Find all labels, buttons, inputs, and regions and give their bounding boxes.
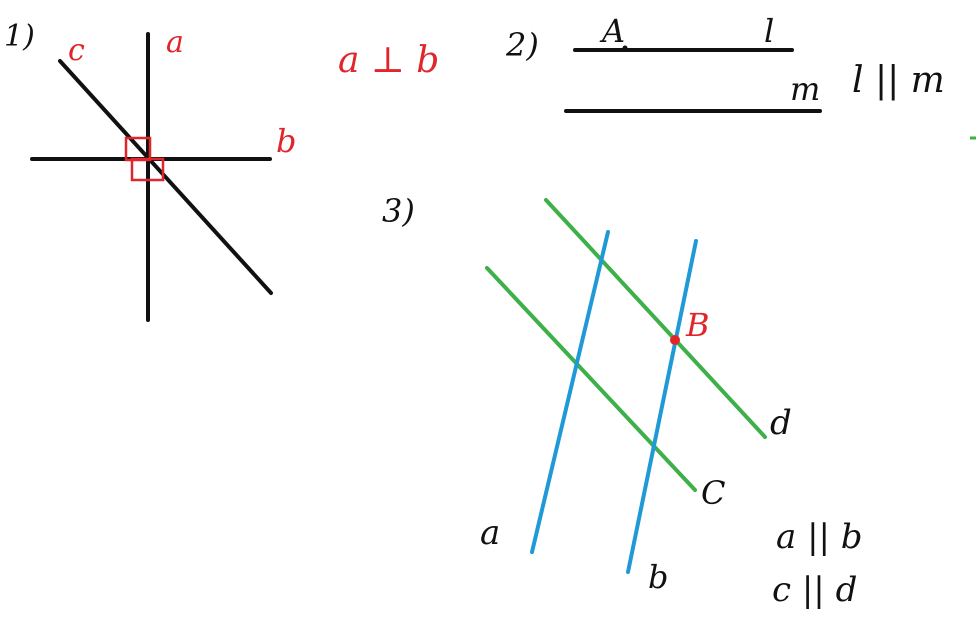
label-c: c [68,33,85,68]
figure-3-number: 3) [382,192,415,230]
point-B-dot [670,335,680,345]
relation-perpendicular: a ⊥ b [338,40,439,81]
line-c-green [485,266,697,492]
label-b: b [276,122,296,160]
label-line-l: l [764,12,774,50]
label-line-c: C [701,474,725,512]
label-line-m: m [790,70,820,108]
line-b-blue [626,239,698,574]
label-point-B: B [685,306,710,344]
line-d-green [544,198,767,439]
figure-3: 3) B d C a b a || b c || d [382,192,863,610]
label-line-d: d [770,403,792,443]
line-a-blue [530,230,610,554]
point-A-dot [622,45,628,51]
label-line-a: a [480,513,500,553]
line-c-diagonal [58,59,273,295]
figure-2: 2) A l m l || m [505,12,976,140]
figure-2-number: 2) [505,26,539,64]
relation-a-parallel-b: a || b [776,517,863,557]
relation-l-parallel-m: l || m [852,60,945,101]
label-line-b: b [648,558,668,596]
figure-1-number: 1) [4,19,35,54]
relation-c-parallel-d: c || d [772,570,857,610]
right-angle-mark-bottom [130,157,165,182]
label-a: a [166,25,184,60]
figure-1: 1) c a b a ⊥ b [4,19,439,322]
label-point-A: A [599,12,625,50]
